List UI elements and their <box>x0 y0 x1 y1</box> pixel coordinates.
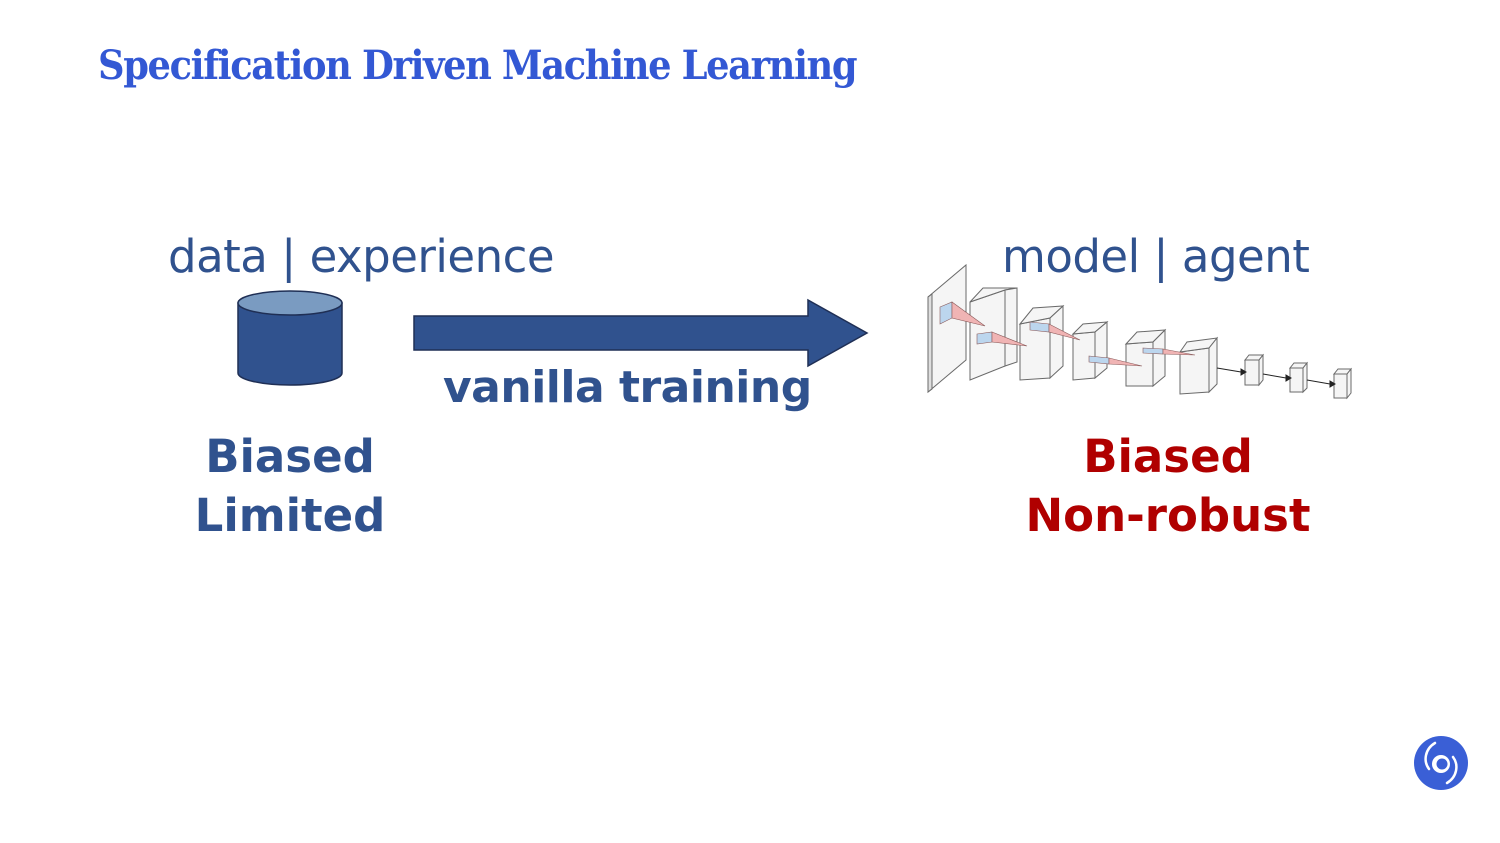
model-properties: Biased Non-robust <box>1000 427 1336 545</box>
data-properties: Biased Limited <box>150 427 430 545</box>
model-property-non-robust: Non-robust <box>1025 489 1311 542</box>
deepmind-logo-icon <box>1414 736 1468 790</box>
neural-network-diagram-icon <box>927 263 1353 400</box>
arrow-label: vanilla training <box>443 362 812 413</box>
data-property-biased: Biased <box>205 430 375 483</box>
model-heading: model | agent <box>1002 230 1310 283</box>
data-heading: data | experience <box>168 230 555 283</box>
slide-title: Specification Driven Machine Learning <box>98 42 858 89</box>
model-property-biased: Biased <box>1083 430 1253 483</box>
database-cylinder-icon <box>237 290 343 386</box>
data-property-limited: Limited <box>194 489 386 542</box>
right-arrow-icon <box>413 298 869 368</box>
